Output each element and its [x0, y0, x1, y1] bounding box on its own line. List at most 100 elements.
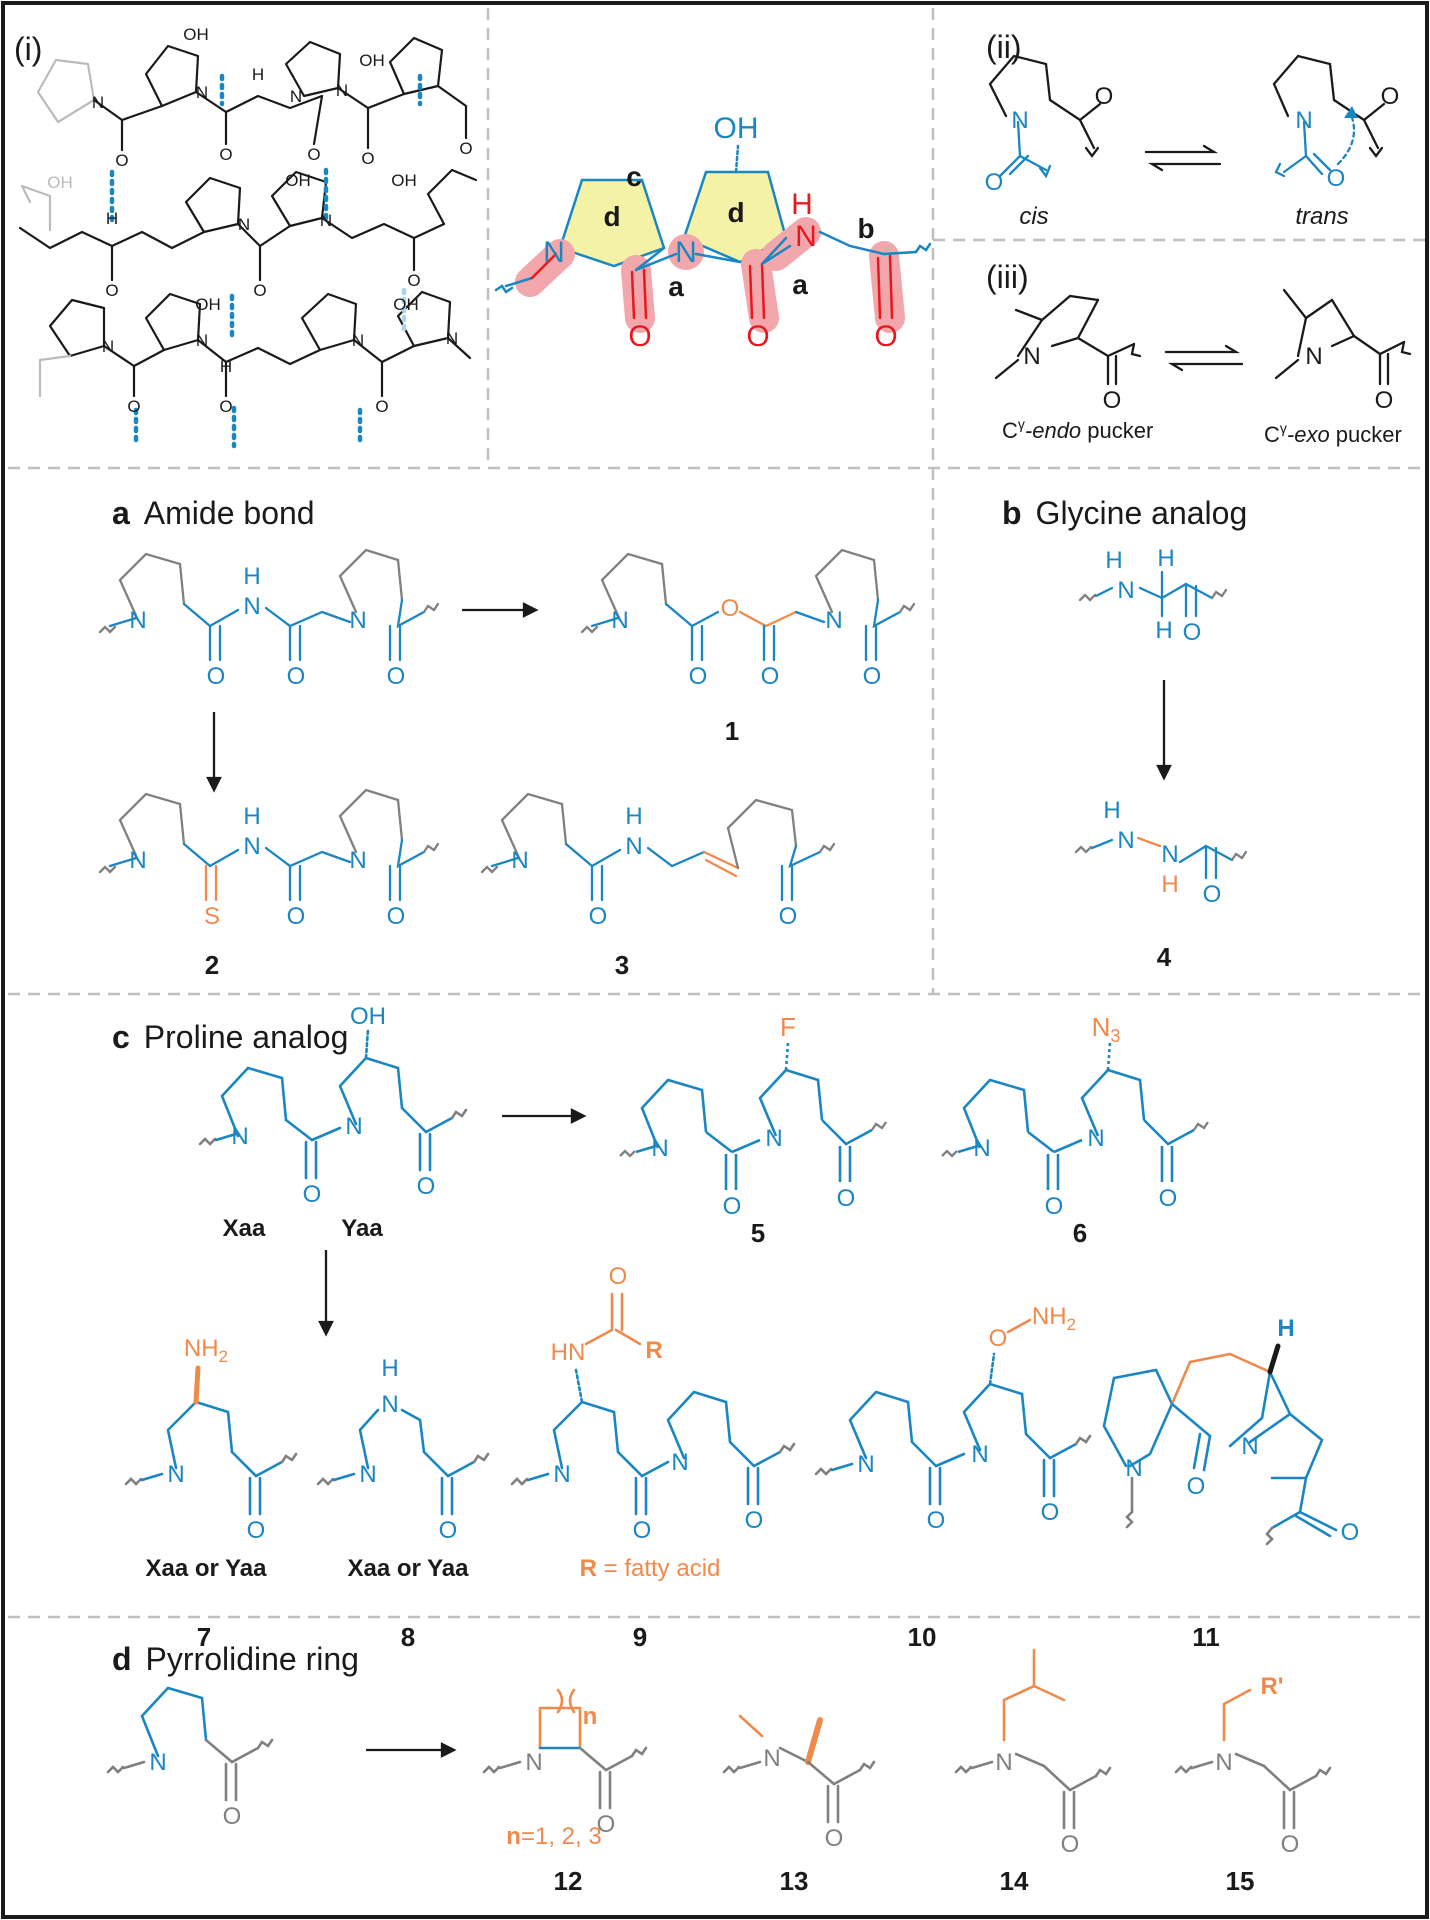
- o-label: O: [407, 271, 420, 290]
- glycine-h-label: H: [791, 188, 813, 221]
- compound-number: 15: [1226, 1866, 1255, 1896]
- n-label: N: [1125, 1455, 1142, 1482]
- n-label: N: [349, 607, 366, 634]
- h-label: H: [625, 803, 642, 830]
- azido-label: N3: [1092, 1012, 1121, 1046]
- o-label: O: [761, 663, 780, 690]
- n-label: N: [196, 83, 208, 102]
- n-label: N: [971, 1441, 988, 1468]
- ring-highlight-1: [558, 178, 666, 268]
- o-label: O: [609, 1263, 628, 1290]
- o-label: O: [219, 145, 232, 164]
- ring-size-values: n=1, 2, 3: [506, 1823, 601, 1850]
- n-label: N: [359, 1461, 376, 1488]
- n-label: N: [765, 1125, 782, 1152]
- hydroxyproline-n-label: N: [675, 236, 697, 269]
- n-label: N: [511, 847, 528, 874]
- o-label: O: [633, 1517, 652, 1544]
- oh-label: OH: [285, 171, 311, 190]
- n-label: N: [1241, 1433, 1258, 1460]
- strand-2: [18, 168, 478, 282]
- o-label: O: [1341, 1519, 1360, 1546]
- compound-3: [480, 792, 836, 902]
- n-label: N: [1215, 1749, 1232, 1776]
- o-label: O: [219, 397, 232, 416]
- r-definition: R = fatty acid: [580, 1555, 721, 1582]
- o-label: O: [375, 397, 388, 416]
- h-label: H: [1105, 547, 1122, 574]
- thio-s-label: S: [204, 903, 220, 930]
- n-label: N: [149, 1749, 166, 1776]
- o-label: O: [303, 1181, 322, 1208]
- compound-number: 12: [554, 1866, 583, 1896]
- n-label: N: [243, 833, 260, 860]
- ester-o-label: O: [721, 595, 740, 622]
- strand-1: [36, 36, 468, 152]
- h-label: H: [252, 65, 264, 84]
- aminooxy-nh2-label: NH2: [1032, 1303, 1076, 1334]
- h-label: H: [106, 209, 118, 228]
- pro-hyp-parent: [198, 1028, 468, 1180]
- o-label: O: [247, 1517, 266, 1544]
- o-label: O: [1183, 619, 1202, 646]
- label-d: d: [727, 197, 744, 228]
- o-label: O: [985, 169, 1004, 196]
- panel-i-collagen-triple-helix: (i): [14, 25, 478, 449]
- o-label: O: [1159, 1185, 1178, 1212]
- proline-n-label: N: [543, 236, 565, 269]
- o-label: O: [1061, 1831, 1080, 1858]
- trans-label: trans: [1295, 203, 1348, 230]
- label-a: a: [792, 269, 808, 300]
- oh-label: OH: [183, 25, 209, 44]
- compound-number: 6: [1073, 1218, 1087, 1248]
- n-label: N: [553, 1461, 570, 1488]
- aza-n-label: N: [1161, 841, 1178, 868]
- o-label: O: [745, 1507, 764, 1534]
- o-label: O: [589, 903, 608, 930]
- compound-10: [814, 1318, 1092, 1506]
- n-label: N: [1087, 1125, 1104, 1152]
- compound-number: 3: [615, 950, 629, 980]
- o-label: O: [1103, 387, 1122, 414]
- h-label: H: [243, 563, 260, 590]
- n-label: N: [651, 1135, 668, 1162]
- compound-number: 10: [908, 1622, 937, 1652]
- oh-label: OH: [391, 171, 417, 190]
- o-label: O: [1095, 83, 1114, 110]
- n-label: N: [129, 607, 146, 634]
- n-label: N: [102, 337, 114, 356]
- amino-label: NH2: [184, 1335, 228, 1366]
- compound-number: 9: [633, 1622, 647, 1652]
- o-label: O: [459, 139, 472, 158]
- compound-number: 4: [1157, 942, 1172, 972]
- o-label: O: [837, 1185, 856, 1212]
- compound-number: 13: [780, 1866, 809, 1896]
- n-label: N: [1023, 343, 1040, 370]
- carbonyl-o-label: O: [874, 320, 897, 353]
- o-label: O: [863, 663, 882, 690]
- cis-label: cis: [1019, 203, 1048, 230]
- o-label: O: [723, 1193, 742, 1220]
- n-label: N: [129, 847, 146, 874]
- o-label: O: [1327, 165, 1346, 192]
- o-label: O: [307, 145, 320, 164]
- alpha-h-label: H: [1157, 545, 1174, 572]
- compound-6: N N O O N3 6: [940, 1012, 1210, 1248]
- h-label: H: [1277, 1315, 1294, 1342]
- panel-ii-label: (ii): [986, 29, 1022, 65]
- r-prime-label: R': [1260, 1673, 1283, 1700]
- o-label: O: [1041, 1499, 1060, 1526]
- o-label: O: [597, 1811, 616, 1838]
- n-label: N: [1295, 107, 1312, 134]
- aminooxy-o-label: O: [989, 1325, 1008, 1352]
- amide-parent: [98, 548, 440, 662]
- o-label: O: [1203, 881, 1222, 908]
- o-label: O: [207, 663, 226, 690]
- o-label: O: [253, 281, 266, 300]
- n-label: N: [625, 833, 642, 860]
- highlights: [515, 170, 905, 333]
